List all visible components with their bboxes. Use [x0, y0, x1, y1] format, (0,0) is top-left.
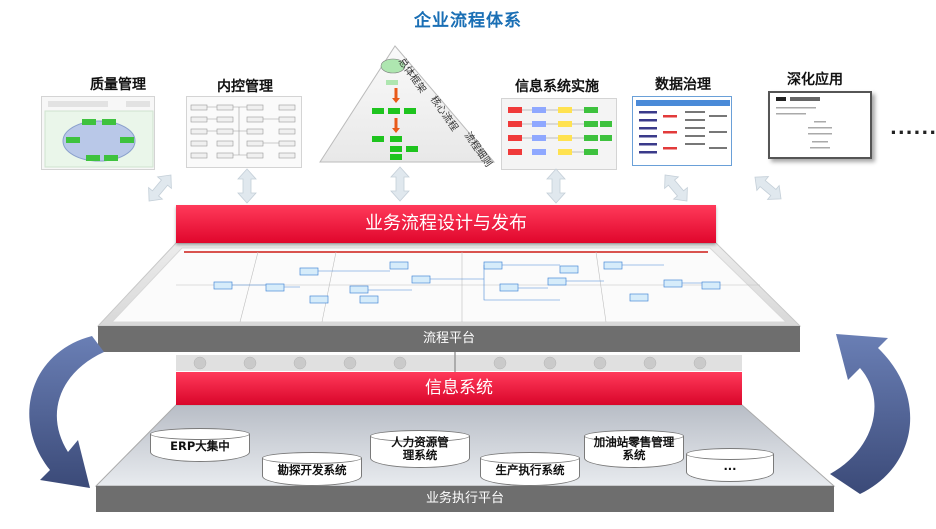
database-label: ... — [723, 459, 737, 473]
database-label: 人力资源管理系统 — [391, 435, 449, 462]
cycle-arrow-left-icon — [29, 336, 104, 488]
database-hr: 人力资源管理系统 — [370, 430, 470, 468]
section-label-deep-application: 深化应用 — [787, 72, 843, 88]
database-more: ... — [686, 448, 774, 484]
info-system-band: 信息系统 — [176, 372, 742, 405]
deep-application-thumbnail — [768, 91, 872, 159]
execution-platform-label: 业务执行平台 — [425, 491, 504, 506]
process-platform-label: 流程平台 — [422, 331, 475, 346]
internal-control-thumbnail — [186, 96, 302, 168]
process-pyramid — [318, 40, 498, 170]
database-gas-station: 加油站零售管理系统 — [584, 430, 684, 468]
database-label: 加油站零售管理系统 — [593, 435, 675, 462]
section-label-info-system-impl: 信息系统实施 — [515, 79, 599, 95]
more-ellipsis: ...... — [890, 118, 936, 139]
diagram-title: 企业流程体系 — [414, 11, 522, 31]
database-label: 勘探开发系统 — [277, 463, 347, 477]
database-exploration: 勘探开发系统 — [262, 452, 362, 488]
process-design-banner: 业务流程设计与发布 — [176, 205, 716, 243]
data-governance-thumbnail — [632, 96, 732, 166]
section-label-quality: 质量管理 — [90, 77, 146, 93]
section-label-data-governance: 数据治理 — [655, 77, 711, 93]
database-production: 生产执行系统 — [480, 452, 580, 488]
database-label: 生产执行系统 — [495, 463, 565, 477]
info-system-impl-thumbnail — [501, 98, 617, 170]
section-label-internal-control: 内控管理 — [217, 79, 273, 95]
database-erp: ERP大集中 — [150, 428, 250, 464]
quality-thumbnail — [41, 96, 155, 170]
database-label: ERP大集中 — [170, 439, 230, 453]
cycle-arrow-right-icon — [830, 334, 911, 494]
